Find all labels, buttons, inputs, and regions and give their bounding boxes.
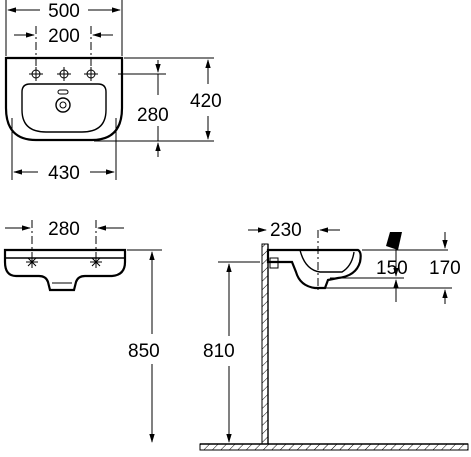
overflow-slot (57, 89, 69, 95)
basin-outline-top (4, 56, 124, 142)
side-view: 230 150 170 810 (199, 220, 469, 451)
dim-label-280-depth: 280 (137, 105, 169, 126)
wall-section (261, 243, 269, 445)
top-view: 500 200 420 280 430 (4, 0, 222, 184)
basin-outline-front (3, 248, 127, 292)
dim-label-230: 230 (270, 220, 302, 241)
dim-label-200: 200 (48, 26, 80, 47)
drain-icon (55, 97, 71, 113)
tap-hole-center (57, 67, 71, 81)
tap-hole-left (29, 67, 43, 81)
tap-mark-right (90, 256, 102, 268)
dim-label-810: 810 (203, 341, 235, 362)
dim-label-170: 170 (429, 258, 461, 279)
dim-label-420: 420 (190, 91, 222, 112)
basin-profile-side (266, 248, 362, 290)
tap-mark-left (26, 256, 38, 268)
dim-label-850: 850 (128, 341, 160, 362)
overflow-marker-icon (386, 232, 402, 250)
floor-section (199, 443, 469, 451)
front-view: 280 850 (3, 219, 162, 443)
dim-label-280-front: 280 (48, 219, 80, 240)
bowl-inner-outline (21, 83, 107, 133)
dim-label-430: 430 (48, 163, 80, 184)
tap-hole-right (84, 67, 98, 81)
dim-label-500: 500 (48, 1, 80, 22)
dim-label-150: 150 (376, 258, 408, 279)
